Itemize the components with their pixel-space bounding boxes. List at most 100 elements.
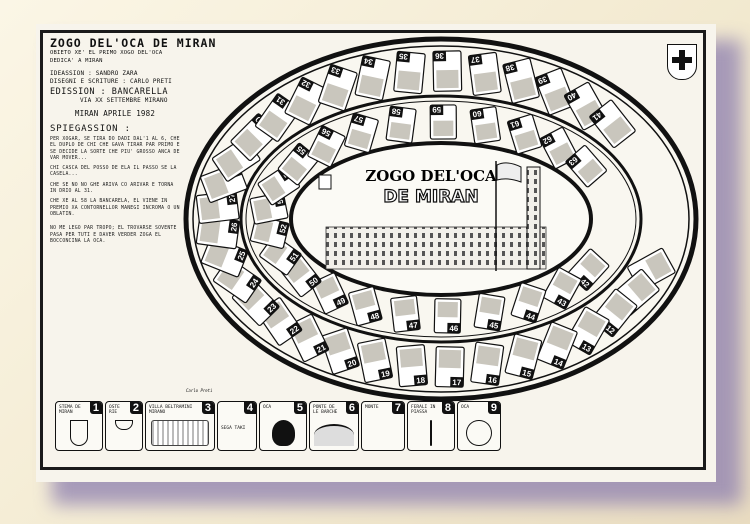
square-illustration	[393, 298, 416, 317]
square-number: 19	[380, 369, 391, 380]
square-illustration	[311, 140, 336, 164]
square-number: 58	[391, 106, 402, 116]
track-square: 45	[473, 292, 506, 332]
goose-icon	[271, 420, 295, 446]
square-illustration	[253, 198, 273, 221]
track-middle-line-inner	[245, 100, 637, 338]
square-number: 39	[536, 74, 548, 86]
square-number: 52	[278, 223, 289, 234]
number-badge	[377, 367, 393, 380]
square-illustration	[358, 74, 384, 97]
center-title-line1: ZOGO DEL'OCA	[365, 167, 497, 185]
square-number: 20	[346, 358, 358, 370]
square-illustration	[321, 83, 349, 108]
board-subtitle: OBIETO XE' EL PRIMO XOGO DEL'OCA DEDICA'…	[50, 50, 163, 64]
square-number: 33	[330, 65, 342, 77]
track-square: 32	[284, 76, 328, 126]
rules-text: PER XOGAR, SE TIRA DO DADI DAL'1 AL 6, C…	[50, 137, 180, 245]
number-badge	[396, 51, 411, 63]
track-square: 48	[348, 286, 383, 327]
track-square: 26	[195, 215, 240, 250]
number-badge	[350, 112, 367, 127]
number-badge	[245, 274, 262, 291]
track-square: 34	[354, 55, 391, 101]
track-square: 41	[589, 99, 636, 148]
game-board: 1011121314151617181920212223242526272829…	[36, 24, 716, 482]
square-illustration	[215, 149, 244, 178]
track-square: 35	[393, 50, 426, 95]
number-badge	[485, 373, 500, 386]
square-illustration	[281, 156, 307, 182]
number-badge	[578, 339, 595, 356]
number-badge	[413, 374, 428, 386]
number-badge	[361, 55, 376, 69]
track-square: 43	[542, 267, 582, 310]
square-number: 46	[449, 324, 459, 333]
board-title: ZOGO DEL'OCA DE MIRAN	[50, 36, 217, 50]
track-square: 56	[307, 125, 346, 168]
number-badge	[534, 73, 551, 88]
number-badge	[305, 273, 322, 290]
square-number: 38	[504, 62, 515, 73]
square-illustration	[253, 219, 274, 243]
square-illustration	[549, 142, 575, 166]
goose-icon	[466, 420, 492, 446]
square-number: 57	[353, 113, 365, 124]
square-number: 27	[227, 193, 237, 203]
number-badge	[563, 89, 581, 105]
square-number: 60	[471, 109, 482, 119]
board-frame	[40, 30, 706, 470]
number-badge	[317, 125, 334, 141]
square-illustration	[324, 331, 351, 356]
number-badge	[286, 248, 302, 265]
square-number: 35	[398, 51, 408, 61]
number-badge	[297, 76, 314, 92]
square-illustration	[288, 95, 317, 122]
square-illustration	[577, 158, 603, 184]
center-title-line2: DE MIRAN	[383, 187, 478, 207]
track-square: 46	[433, 298, 462, 334]
square-number: 34	[363, 56, 374, 67]
square-number: 59	[432, 105, 442, 114]
square-number: 44	[525, 311, 537, 323]
square-illustration	[475, 122, 498, 141]
square-number: 45	[489, 320, 500, 330]
villa-icon	[151, 420, 209, 446]
square-illustration	[473, 71, 498, 93]
track-square: 39	[534, 67, 576, 116]
square-illustration	[544, 86, 572, 112]
number-badge	[523, 309, 539, 323]
number-badge	[486, 319, 502, 331]
square-illustration	[552, 271, 578, 295]
number-badge	[292, 142, 310, 159]
square-illustration	[580, 252, 606, 278]
track-square: 36	[432, 50, 463, 92]
number-badge	[272, 93, 289, 109]
square-illustration	[627, 272, 656, 302]
explanation-heading: SPIEGASSION :	[50, 123, 131, 134]
number-badge	[469, 108, 485, 121]
square-illustration	[645, 251, 672, 280]
crest-icon	[318, 174, 332, 190]
square-illustration	[436, 69, 459, 89]
board-date: MIRAN APRILE 1982	[74, 109, 156, 118]
square-number: 47	[408, 321, 418, 331]
square-number: 49	[335, 296, 347, 308]
number-badge	[553, 294, 571, 310]
square-number: 16	[487, 375, 498, 385]
square-illustration	[199, 196, 220, 221]
square-number: 61	[509, 118, 521, 129]
track-square: 61	[507, 113, 543, 155]
number-badge	[332, 294, 349, 309]
number-badge	[468, 54, 483, 66]
track-square: 33	[318, 64, 358, 112]
square-illustration	[203, 172, 229, 200]
track-square: 13	[565, 306, 610, 356]
square-illustration	[512, 337, 539, 361]
